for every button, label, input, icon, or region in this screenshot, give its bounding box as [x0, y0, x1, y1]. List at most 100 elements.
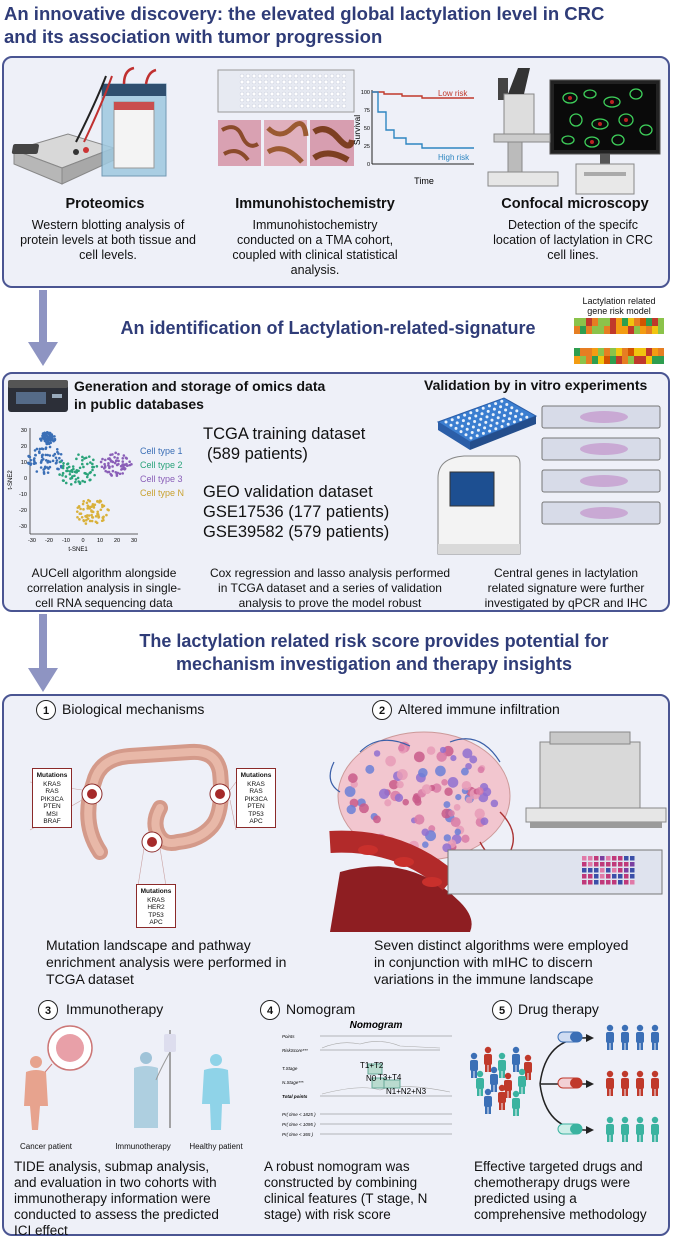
nomo-row-label: Pr( time < 365 ): [282, 1132, 314, 1137]
ihc-desc-line: coupled with clinical statistical: [232, 248, 398, 262]
main-title-line1: An innovative discovery: the elevated gl…: [4, 3, 605, 24]
cap-right-line: related signature were further: [487, 581, 645, 595]
nomo-row-label: Total points: [282, 1094, 308, 1099]
ihc-desc: Immunohistochemistry conducted on a TMA …: [220, 218, 410, 278]
s2-title: Altered immune infiltration: [398, 701, 560, 717]
immune-infiltration-icon: [329, 731, 667, 932]
s4-desc-line: stage) with risk score: [264, 1207, 391, 1222]
survival-curve-plot: 100 75 50 25 0 Low risk High risk Time S…: [352, 89, 474, 186]
km-y-tick: 100: [361, 90, 370, 96]
s4-title: Nomogram: [286, 1001, 356, 1017]
s5-desc-line: chemotherapy drugs were: [474, 1175, 631, 1190]
tsne-x-tick: 20: [114, 538, 120, 544]
tsne-x-tick: -30: [28, 538, 36, 544]
s1-desc-line: enrichment analysis were performed in: [46, 954, 287, 970]
ihc-title: Immunohistochemistry: [235, 196, 395, 212]
gene-risk-heatmap-icon: [574, 318, 664, 364]
cap-mid-line: in TCGA dataset and a series of validati…: [218, 581, 442, 595]
tsne-legend-1: Cell type 1: [140, 446, 183, 456]
tcga-line: TCGA training dataset: [203, 425, 366, 443]
s4-desc: A robust nomogram was constructed by com…: [264, 1159, 427, 1223]
tma-slide-icon: [217, 69, 355, 166]
sequencer-icon: [8, 380, 68, 412]
nomo-row-label: Pr( time < 1825 ): [282, 1112, 316, 1117]
geo-dataset: GEO validation dataset GSE17536 (177 pat…: [203, 482, 389, 542]
cap-right: Central genes in lactylation related sig…: [466, 566, 666, 611]
km-y-label: Survival: [352, 115, 362, 145]
km-high-risk-label: High risk: [438, 153, 470, 162]
s1-title: Biological mechanisms: [62, 701, 205, 717]
mutation-item: KRAS: [147, 896, 165, 904]
tcga-dataset: TCGA training dataset (589 patients): [203, 424, 365, 464]
nomo-row-label: Pr( time < 1095 ): [282, 1122, 316, 1127]
flow-arrow-icon: [28, 614, 58, 692]
section3-title-line: mechanism investigation and therapy insi…: [175, 654, 573, 674]
s5-desc-line: predicted using a: [474, 1191, 577, 1206]
tsne-x-tick: -20: [45, 538, 53, 544]
km-y-tick: 25: [364, 144, 370, 150]
s3-desc-line: TIDE analysis, submap analysis,: [14, 1159, 210, 1174]
tsne-x-label: t-SNE1: [68, 547, 88, 553]
ihc-slides: [541, 405, 661, 525]
cap-left-line: AUCell algorithm alongside: [31, 566, 177, 580]
tsne-y-tick: 30: [21, 428, 27, 434]
tsne-y-tick: -20: [19, 508, 27, 514]
mutations-box-left: Mutations KRAS RAS PIK3CA PTEN MSI BRAF: [32, 768, 72, 828]
qpcr-and-slides-icon: [436, 397, 661, 555]
mutation-item: RAS: [249, 788, 263, 795]
immunotherapy-label: Immunotherapy: [115, 1142, 171, 1151]
cap-right-line: investigated by qPCR and IHC: [484, 596, 648, 610]
colon-icon: [29, 743, 237, 887]
s3-desc: TIDE analysis, submap analysis, and eval…: [14, 1159, 219, 1239]
mutation-item: PTEN: [43, 803, 61, 810]
tsne-y-tick: 10: [21, 460, 27, 466]
nomo-row-label: RiskScore***: [282, 1048, 308, 1053]
s3-desc-line: and evaluation in two cohorts with: [14, 1175, 217, 1190]
section2-title: An identification of Lactylation-related…: [120, 318, 536, 338]
nomo-t-label: T3+T4: [378, 1073, 402, 1082]
s3-desc-line: immunotherapy information were: [14, 1191, 211, 1206]
km-y-tick: 75: [364, 108, 370, 114]
mutation-item: PIK3CA: [244, 795, 268, 803]
section3-title: The lactylation related risk score provi…: [86, 630, 662, 676]
omics-title: Generation and storage of omics data in …: [74, 377, 325, 413]
cap-left-line: cell RNA sequencing data: [35, 596, 173, 610]
main-title-line2: and its association with tumor progressi…: [4, 26, 383, 47]
cap-mid-line: Cox regression and lasso analysis perfor…: [209, 566, 451, 580]
heatmap-label: Lactylation related gene risk model: [564, 296, 674, 316]
heatmap-label-line: gene risk model: [587, 306, 651, 316]
mutations-head: Mutations: [240, 772, 272, 779]
mutation-item: PTEN: [247, 803, 265, 810]
confocal-desc: Detection of the specifc location of lac…: [478, 218, 668, 263]
km-low-risk-label: Low risk: [438, 89, 468, 98]
s2-desc-line: Seven distinct algorithms were employed: [374, 937, 629, 953]
mutation-item: APC: [249, 818, 263, 825]
s5-title: Drug therapy: [518, 1001, 599, 1017]
step-number-3: 3: [38, 1000, 58, 1020]
s4-desc-line: constructed by combining: [264, 1175, 418, 1190]
step-number-1: 1: [36, 700, 56, 720]
tsne-x-tick: 30: [131, 538, 137, 544]
drug-therapy-icon: [470, 1024, 659, 1142]
s1-desc-line: TCGA dataset: [46, 971, 134, 987]
nomogram-title: Nomogram: [350, 1020, 403, 1031]
mutation-item: MSI: [46, 810, 58, 818]
s4-desc-line: A robust nomogram was: [264, 1159, 410, 1174]
main-title: An innovative discovery: the elevated gl…: [4, 2, 604, 48]
confocal-desc-line: location of lactylation in CRC: [493, 233, 653, 247]
step-number-4: 4: [260, 1000, 280, 1020]
mutation-item: APC: [149, 919, 163, 926]
section3-title-line: The lactylation related risk score provi…: [139, 631, 609, 651]
ihc-desc-line: analysis.: [290, 263, 340, 277]
km-y-tick: 0: [367, 162, 370, 168]
cap-mid: Cox regression and lasso analysis perfor…: [204, 566, 456, 611]
proteomics-title: Proteomics: [65, 196, 145, 212]
nomo-n-label: N1+N2+N3: [386, 1087, 427, 1096]
tsne-legend-n: Cell type N: [140, 488, 184, 498]
geo-line: GSE39582 (579 patients): [203, 523, 390, 541]
mutations-box-right: Mutations KRAS RAS PIK3CA PTEN TP53 APC: [236, 768, 276, 828]
s5-desc: Effective targeted drugs and chemotherap…: [474, 1159, 647, 1223]
mutation-item: KRAS: [247, 780, 265, 788]
s3-title: Immunotherapy: [66, 1001, 164, 1017]
mutation-item: PIK3CA: [40, 795, 64, 803]
